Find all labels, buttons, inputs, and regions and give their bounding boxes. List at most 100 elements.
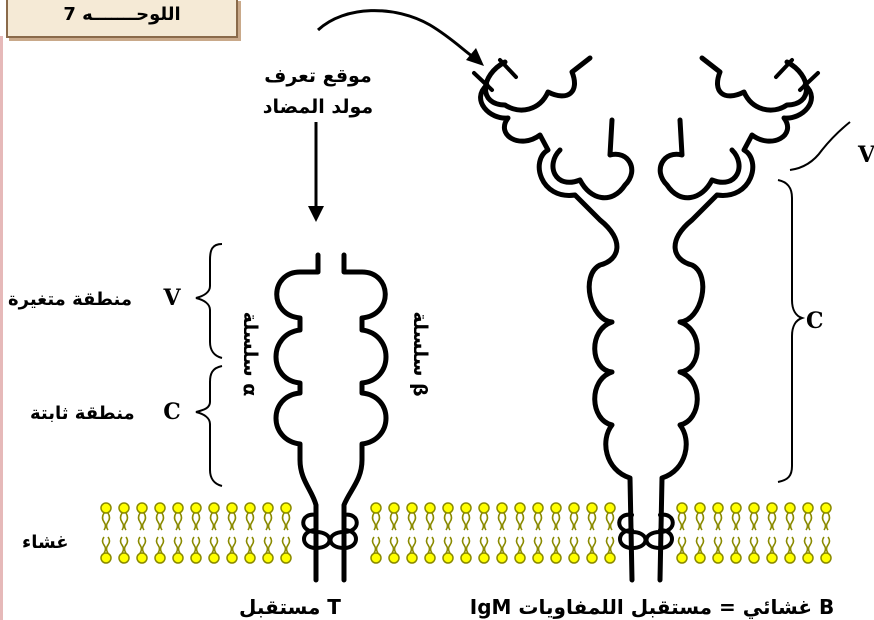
lipid-tail [731, 536, 741, 554]
lipid-head [190, 502, 202, 514]
lipid-head [514, 502, 526, 514]
lipid-head [442, 502, 454, 514]
lipid-head [154, 552, 166, 564]
lipid-tail [767, 512, 777, 531]
lipid-tail [695, 536, 705, 554]
right-braces [777, 121, 851, 483]
lipid-head [802, 502, 814, 514]
lipid-tail [821, 536, 831, 554]
lipid-head [712, 552, 724, 564]
antigen-site-line1: موقع تعرف [264, 65, 371, 87]
antibody-c-letter: C [806, 308, 824, 334]
lipid-head [784, 552, 796, 564]
lipid-head [208, 552, 220, 564]
lipid-head [370, 552, 382, 564]
heavy-chain-right [657, 82, 814, 583]
lipid-head [262, 502, 274, 514]
beta-chain-path [341, 252, 389, 583]
lipid-head [244, 502, 256, 514]
lipid-head [262, 552, 274, 564]
lipid-head [406, 502, 418, 514]
t-receptor-label: مستقبل T [239, 595, 341, 619]
plate-label-box: اللوحـــــــه 7 [6, 0, 238, 38]
lipid-head [172, 552, 184, 564]
lipid-head [820, 552, 832, 564]
lipid-tail [551, 512, 561, 531]
antibody-v-brace [789, 121, 851, 171]
lipid-tail [407, 512, 417, 531]
lipid-head [784, 502, 796, 514]
lipid-head [460, 552, 472, 564]
lipid-head [118, 502, 130, 514]
membrane-bilayer [100, 502, 832, 564]
lipid-head [280, 502, 292, 514]
lipid-head [190, 552, 202, 564]
beta-chain-label: سلسلة β [409, 311, 431, 396]
lipid-head [370, 502, 382, 514]
lipid-head [568, 552, 580, 564]
lipid-tail [407, 536, 417, 554]
lipid-tail [389, 536, 399, 554]
lipid-head [100, 502, 112, 514]
lipid-head [550, 502, 562, 514]
lipid-head [748, 502, 760, 514]
t-cell-receptor [273, 252, 389, 583]
lipid-tail [371, 536, 381, 554]
lipid-tail [515, 512, 525, 531]
lipid-tail [749, 536, 759, 554]
lipid-tail [569, 512, 579, 531]
lipid-head [478, 502, 490, 514]
lipid-tail [173, 512, 183, 531]
lipid-tail [119, 512, 129, 531]
lipid-head [766, 502, 778, 514]
plate-label: اللوحـــــــه 7 [63, 4, 181, 25]
lipid-tail [803, 536, 813, 554]
lipid-head [730, 502, 742, 514]
lipid-head [226, 552, 238, 564]
lipid-tail [533, 512, 543, 531]
lipid-head [424, 502, 436, 514]
antibody-c-brace [777, 179, 806, 483]
lipid-tail [785, 536, 795, 554]
lipid-tail [191, 536, 201, 554]
lipid-tail [425, 512, 435, 531]
lipid-tail [443, 512, 453, 531]
lipid-tail [677, 512, 687, 531]
v-region-brace [195, 243, 223, 359]
lipid-tail [731, 512, 741, 531]
lipid-head [388, 502, 400, 514]
page-margin-rule [0, 36, 3, 620]
lipid-head [424, 552, 436, 564]
lipid-head [136, 502, 148, 514]
lipid-tail [245, 512, 255, 531]
c-region-brace [195, 365, 223, 487]
lipid-head [532, 502, 544, 514]
lipid-tail [281, 536, 291, 554]
lipid-tail [533, 536, 543, 554]
antigen-site-arrow [308, 122, 324, 222]
lipid-head [172, 502, 184, 514]
lipid-head [568, 502, 580, 514]
igm-b-receptor [472, 55, 820, 583]
lipid-tail [371, 512, 381, 531]
lipid-head [244, 552, 256, 564]
light-chain-left [483, 55, 635, 201]
lipid-tail [155, 536, 165, 554]
lipid-tail [587, 512, 597, 531]
lipid-tail [713, 536, 723, 554]
lipid-tail [587, 536, 597, 554]
heavy-chain-left [478, 82, 635, 583]
membrane-label: غشاء [22, 532, 69, 553]
lipid-head [100, 552, 112, 564]
lipid-tail [569, 536, 579, 554]
lipid-tail [479, 536, 489, 554]
lipid-tail [803, 512, 813, 531]
lipid-head [532, 552, 544, 564]
lipid-tail [245, 536, 255, 554]
lipid-tail [425, 536, 435, 554]
lipid-tail [281, 512, 291, 531]
lipid-tail [389, 512, 399, 531]
lipid-tail [785, 512, 795, 531]
lipid-tail [155, 512, 165, 531]
lipid-tail [443, 536, 453, 554]
